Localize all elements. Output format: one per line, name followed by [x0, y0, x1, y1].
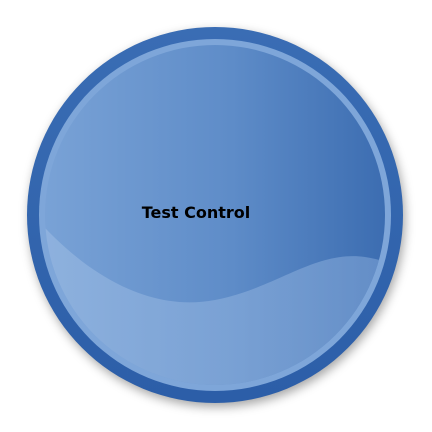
- test-control-button[interactable]: [25, 25, 405, 405]
- round-button-graphic: [27, 27, 403, 403]
